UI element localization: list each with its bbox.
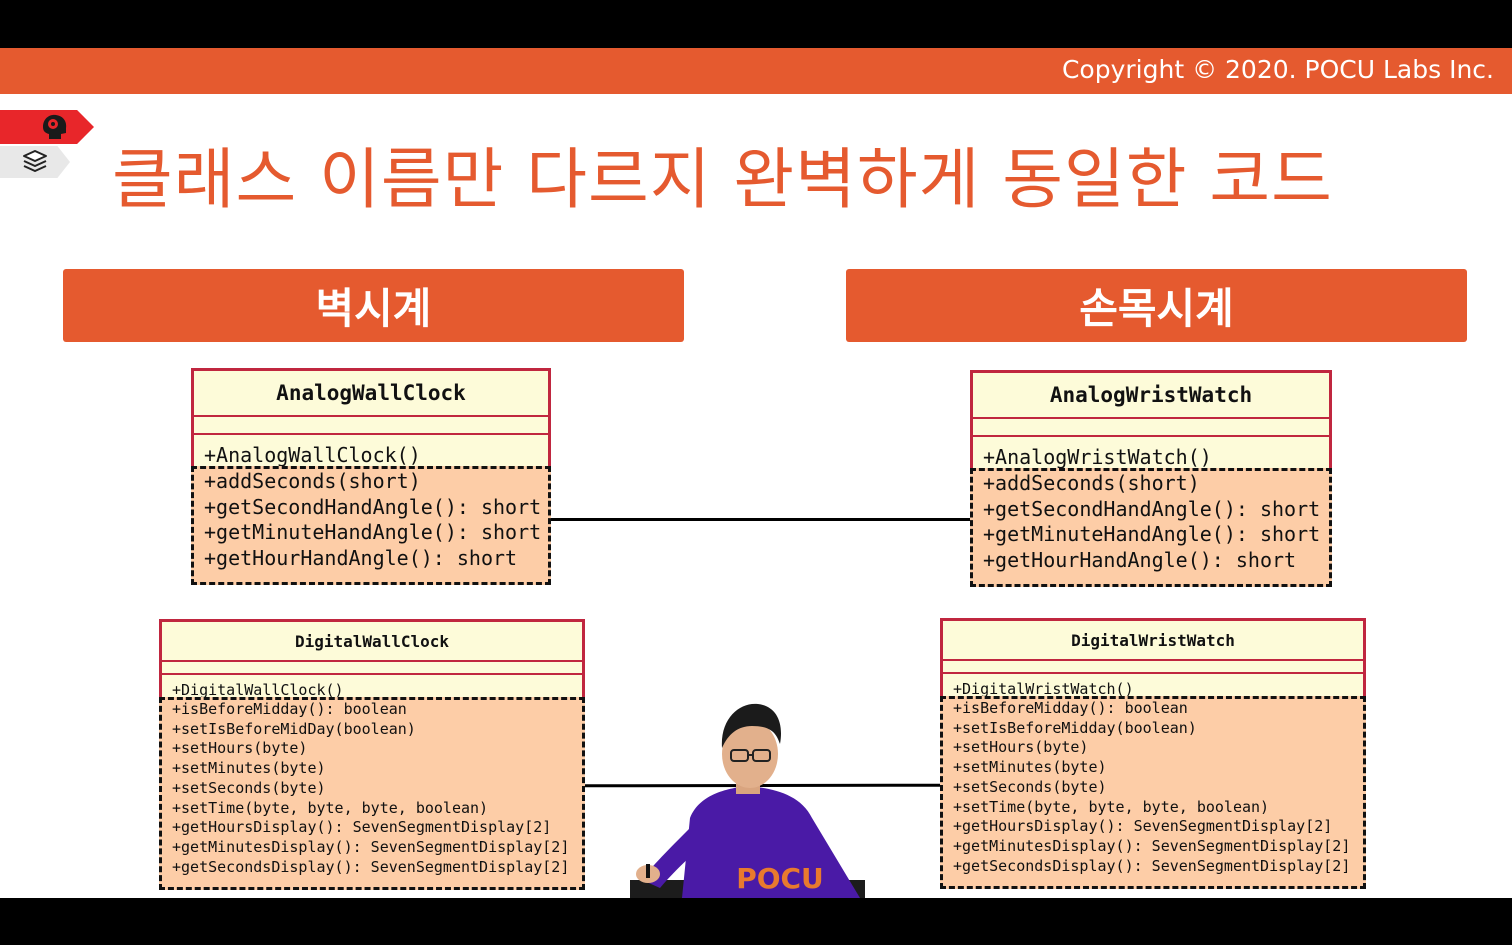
method: +getSecondHandAngle(): short [204,494,542,519]
books-icon [20,148,50,176]
method: +setTime(byte, byte, byte, boolean) [172,798,489,817]
class-methods: +addSeconds(short) +getSecondHandAngle()… [191,466,551,585]
copyright-text: Copyright © 2020. POCU Labs Inc. [1061,55,1494,84]
class-constructor: +AnalogWallClock() [204,443,421,466]
method: +setMinutes(byte) [953,758,1107,777]
uml-class-analog-wrist-watch: AnalogWristWatch +AnalogWristWatch() +ad… [970,370,1332,587]
method: +setMinutes(byte) [172,759,326,778]
method: +getSecondsDisplay(): SevenSegmentDispla… [172,857,570,876]
method: +setHours(byte) [953,738,1089,757]
class-constructor: +DigitalWallClock() [172,681,344,697]
slide-title: 클래스 이름만 다르지 완벽하게 동일한 코드 [112,141,1333,218]
method: +getSecondsDisplay(): SevenSegmentDispla… [953,856,1351,875]
column-header-wrist-watch: 손목시계 [846,269,1467,342]
class-constructor: +AnalogWristWatch() [983,445,1212,468]
method: +setIsBeforeMidDay(boolean) [172,719,416,738]
shirt-logo: POCU [736,862,824,895]
class-name: DigitalWristWatch [943,621,1363,661]
brain-icon [38,112,70,142]
method: +getMinuteHandAngle(): short [983,522,1321,546]
class-methods: +isBeforeMidday(): boolean +setIsBeforeM… [940,696,1366,889]
method: +setIsBeforeMidday(boolean) [953,718,1197,737]
method: +getHoursDisplay(): SevenSegmentDisplay[… [172,818,552,837]
method: +getSecondHandAngle(): short [983,496,1321,521]
connector-analog [549,518,973,521]
top-bar: Copyright © 2020. POCU Labs Inc. [0,48,1512,94]
class-constructor: +DigitalWristWatch() [953,680,1134,696]
method: +setSeconds(byte) [172,778,326,797]
class-name: AnalogWristWatch [973,373,1329,419]
class-name: AnalogWallClock [194,371,548,417]
class-attributes [973,419,1329,437]
method: +getMinutesDisplay(): SevenSegmentDispla… [953,836,1351,855]
uml-class-analog-wall-clock: AnalogWallClock +AnalogWallClock() +addS… [191,368,551,585]
method: +getHourHandAngle(): short [204,545,518,570]
uml-class-digital-wrist-watch: DigitalWristWatch +DigitalWristWatch() +… [940,618,1366,889]
class-attributes [194,417,548,435]
column-header-wall-clock: 벽시계 [63,269,684,342]
method: +setTime(byte, byte, byte, boolean) [953,797,1270,816]
method: +setSeconds(byte) [953,777,1107,796]
class-attributes [162,662,582,675]
method: +isBeforeMidday(): boolean [953,699,1188,717]
method: +addSeconds(short) [204,469,421,493]
class-methods: +isBeforeMidday(): boolean +setIsBeforeM… [159,697,585,890]
method: +getHoursDisplay(): SevenSegmentDisplay[… [953,817,1333,836]
method: +isBeforeMidday(): boolean [172,700,407,718]
class-methods: +addSeconds(short) +getSecondHandAngle()… [970,468,1332,587]
uml-class-digital-wall-clock: DigitalWallClock +DigitalWallClock() +is… [159,619,585,890]
class-name: DigitalWallClock [162,622,582,662]
method: +getMinutesDisplay(): SevenSegmentDispla… [172,837,570,856]
method: +addSeconds(short) [983,471,1200,495]
method: +setHours(byte) [172,739,308,758]
method: +getMinuteHandAngle(): short [204,520,542,544]
slide: Copyright © 2020. POCU Labs Inc. 클래스 이름만… [0,48,1512,898]
class-attributes [943,661,1363,674]
method: +getHourHandAngle(): short [983,547,1297,572]
presenter-video: POCU [570,698,870,898]
